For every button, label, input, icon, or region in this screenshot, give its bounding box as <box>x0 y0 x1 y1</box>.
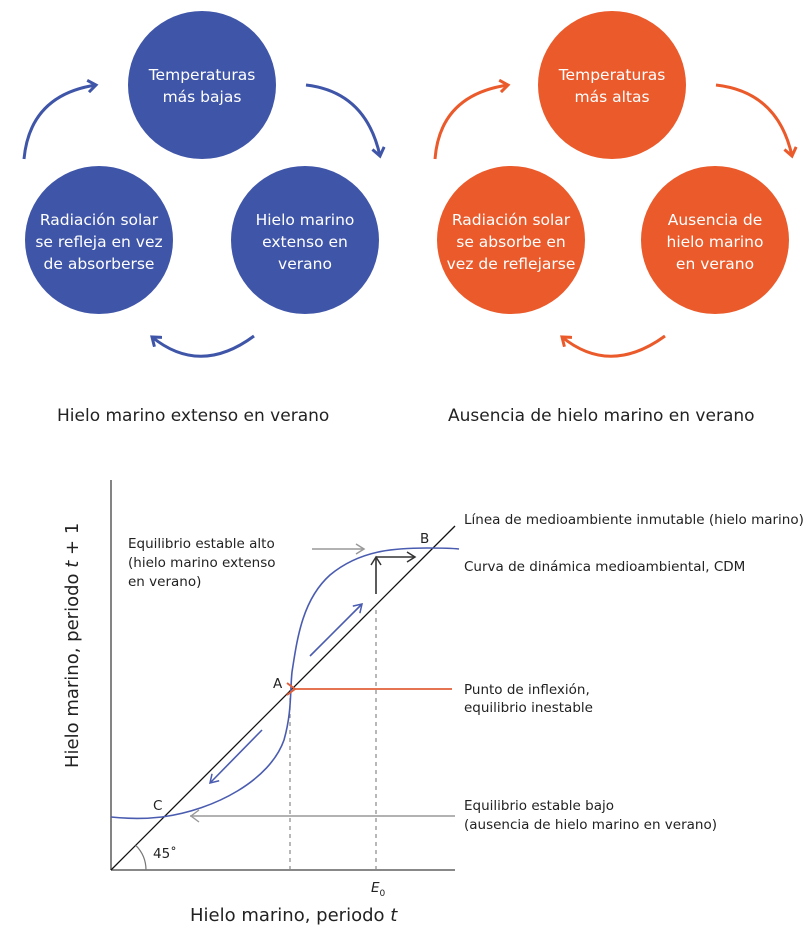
node-label-line: extenso en <box>262 233 348 251</box>
node-label-line: verano <box>278 255 332 273</box>
point-b-label: B <box>420 531 429 547</box>
high-equilibrium-label: (hielo marino extenso <box>128 555 276 571</box>
low-equilibrium-label: Equilibrio estable bajo <box>464 798 614 814</box>
upward-direction-arrow-icon <box>309 602 364 657</box>
point-a-label: A <box>273 676 283 692</box>
high-equilibrium-label: Equilibrio estable alto <box>128 536 275 552</box>
cycle-arrow-icon <box>715 83 792 156</box>
node-label-line: se refleja en vez <box>35 233 162 251</box>
cycle-node-lower-temperatures: Temperaturas más bajas <box>128 11 276 159</box>
e0-label: E0 <box>371 880 386 899</box>
high-equilibrium-label: en verano) <box>128 574 201 590</box>
node-label-line: Temperaturas <box>558 66 666 84</box>
node-label-line: más bajas <box>163 88 242 106</box>
cdm-label: Curva de dinámica medioambiental, CDM <box>464 559 745 575</box>
low-equilibrium-label: (ausencia de hielo marino en verano) <box>464 817 717 833</box>
node-label-line: más altas <box>574 88 649 106</box>
node-label-line: de absorberse <box>44 255 155 273</box>
node-label-line: en verano <box>676 255 754 273</box>
x-axis-title: Hielo marino, periodo t <box>190 905 398 926</box>
warm-cycle: Temperaturas más altas Ausencia de hielo… <box>433 11 792 426</box>
cycle-node-no-sea-ice: Ausencia de hielo marino en verano <box>641 166 789 314</box>
angle-arc <box>135 844 147 871</box>
tipping-point-label: equilibrio inestable <box>464 700 593 716</box>
cycle-node-extensive-sea-ice: Hielo marino extenso en verano <box>231 166 379 314</box>
cdm-curve <box>110 547 460 820</box>
node-label-line: Radiación solar <box>452 211 571 229</box>
low-equilibrium-pointer-head-icon <box>189 809 200 823</box>
cold-cycle-caption: Hielo marino extenso en verano <box>57 406 329 426</box>
node-label-line: vez de reflejarse <box>447 255 576 273</box>
node-label-line: Hielo marino <box>256 211 355 229</box>
cycle-arrow-icon <box>305 83 380 156</box>
node-label-line: se absorbe en <box>456 233 565 251</box>
node-label-line: Ausencia de <box>668 211 763 229</box>
line-45-degree <box>110 525 456 871</box>
cycle-node-higher-temperatures: Temperaturas más altas <box>538 11 686 159</box>
downward-direction-arrow-icon <box>209 729 263 785</box>
cycle-arrow-icon <box>152 334 255 358</box>
cycle-arrow-icon <box>562 334 666 358</box>
cold-cycle: Temperaturas más bajas Hielo marino exte… <box>22 11 380 426</box>
angle-label: 45˚ <box>153 845 177 862</box>
sea-ice-dynamics-chart: 45˚ A B C Línea de medioambiente inmutab… <box>62 480 804 926</box>
node-label-line: hielo marino <box>667 233 764 251</box>
point-c-label: C <box>153 798 162 814</box>
y-axis-title: Hielo marino, periodo t + 1 <box>62 523 83 768</box>
tipping-point-label: Punto de inflexión, <box>464 682 590 698</box>
warm-cycle-caption: Ausencia de hielo marino en verano <box>448 406 755 426</box>
node-label-line: Radiación solar <box>40 211 159 229</box>
cycle-arrow-icon <box>433 85 508 160</box>
cycle-node-solar-reflected: Radiación solar se refleja en vez de abs… <box>25 166 173 314</box>
line-45-label: Línea de medioambiente inmutable (hielo … <box>464 512 804 528</box>
cycle-arrow-icon <box>22 85 96 160</box>
node-label-line: Temperaturas <box>148 66 256 84</box>
cycle-node-solar-absorbed: Radiación solar se absorbe en vez de ref… <box>437 166 585 314</box>
